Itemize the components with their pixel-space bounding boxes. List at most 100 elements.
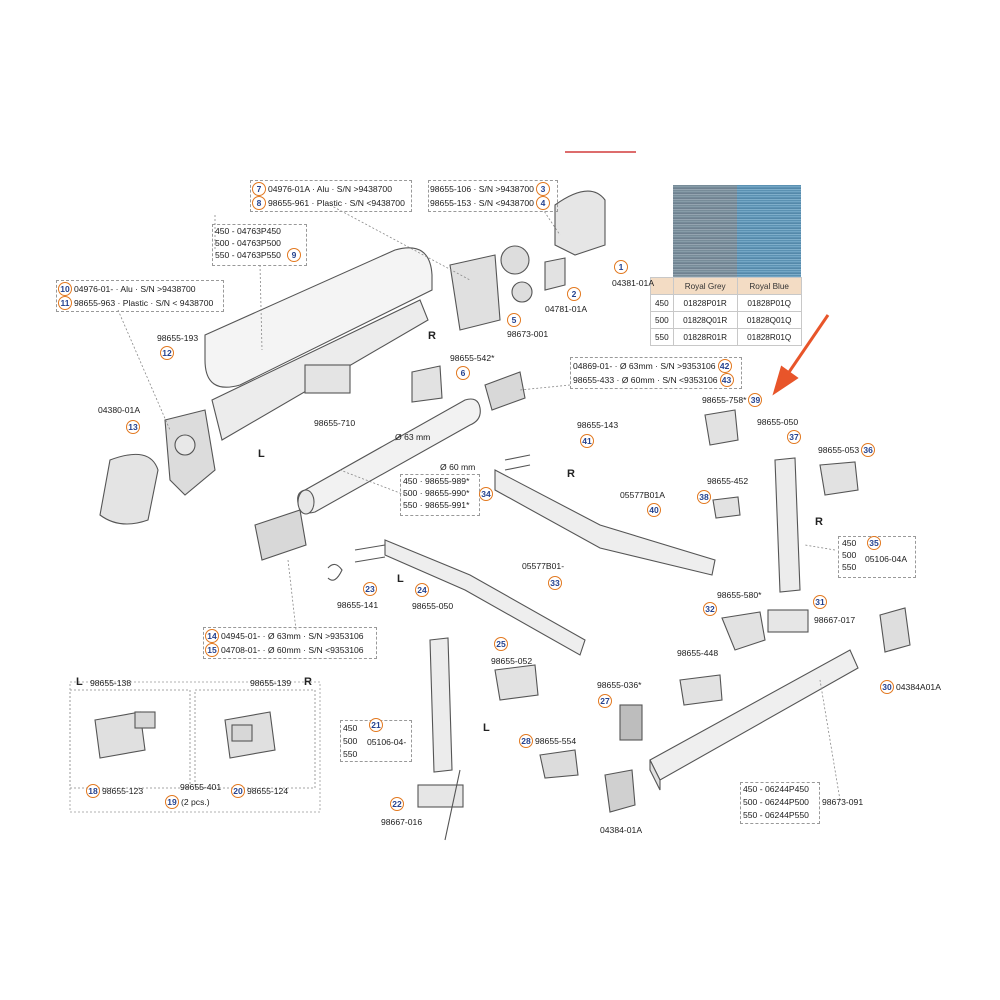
royal-blue-swatch xyxy=(737,185,802,277)
callout-12: 12 xyxy=(160,346,174,360)
right-leg-31 xyxy=(774,457,801,593)
callout-29-code: 98673-091 xyxy=(822,797,864,807)
right-cover-1 xyxy=(554,190,606,256)
callout-box xyxy=(203,627,377,659)
callout-13: 13 xyxy=(126,420,140,434)
callout-38-code: 98655-452 xyxy=(707,476,749,486)
callout-39: 98655-758*39 xyxy=(702,393,763,407)
callout-22-code: 98667-016 xyxy=(381,817,423,827)
bracket-32 xyxy=(721,611,766,651)
tube-label-63: Ø 63 mm xyxy=(395,432,431,442)
callout-5-code: 98673-001 xyxy=(507,329,549,339)
clip-38 xyxy=(712,496,741,519)
callout-13-code: 04380-01A xyxy=(98,405,141,415)
callout-27: 27 xyxy=(598,694,612,708)
callout-40-code: 05577B01A xyxy=(620,490,665,500)
callout-25: 25 xyxy=(494,637,508,651)
callout-9-line: 550 - 04763P550 xyxy=(215,250,281,260)
callout-35-line: 450 xyxy=(842,538,857,548)
callout-5: 5 xyxy=(507,313,521,327)
callout-6: 6 xyxy=(456,366,470,380)
front-profile-29 xyxy=(649,649,859,781)
callout-24-code: 98655-050 xyxy=(412,601,454,611)
callout-2: 2 xyxy=(567,287,581,301)
fabric-header-blue: Royal Blue xyxy=(736,277,802,295)
callout-26-code: 98655-448 xyxy=(677,648,719,658)
callout-34-line: 450 · 98655-989* xyxy=(403,476,470,486)
rail-connector xyxy=(304,364,351,394)
fabric-header-grey: Royal Grey xyxy=(672,277,738,295)
right-arm-40 xyxy=(494,469,716,576)
callout-33: 33 xyxy=(548,576,562,590)
callout-9-line: 500 - 04763P500 xyxy=(215,238,281,248)
bracket-18 xyxy=(94,711,146,759)
callout-35-line: 500 xyxy=(842,550,857,560)
bracket-36 xyxy=(819,461,859,496)
callout-9-line: 450 - 04763P450 xyxy=(215,226,281,236)
callout-6-code: 98655-542* xyxy=(450,353,495,363)
callout-29-line: 450 - 06244P450 xyxy=(743,784,809,794)
clip-28 xyxy=(539,749,579,779)
callout-box xyxy=(570,357,742,389)
callout-25-code: 98655-052 xyxy=(491,656,533,666)
side-letter: R xyxy=(304,676,312,688)
callout-21-line: 450 xyxy=(343,723,358,733)
callout-box xyxy=(212,224,307,266)
callout-box xyxy=(56,280,224,312)
callout-21-line: 550 xyxy=(343,749,358,759)
part-code-98655-139: 98655-139 xyxy=(250,678,292,688)
bracket-26 xyxy=(679,674,723,706)
callout-34-line: 550 · 98655-991* xyxy=(403,500,470,510)
spring-assembly xyxy=(254,509,307,561)
callout-21-line: 500 xyxy=(343,736,358,746)
side-letter: R xyxy=(428,330,436,342)
roller-tube xyxy=(297,398,481,514)
callout-37-code: 98655-050 xyxy=(757,417,799,427)
left-cover-13 xyxy=(99,453,159,525)
part-code-98655-710: 98655-710 xyxy=(314,418,356,428)
callout-29-line: 500 - 06244P500 xyxy=(743,797,809,807)
side-letter: L xyxy=(258,448,265,460)
highlight-arrow xyxy=(772,314,830,396)
part-code-04384-01a: 04384-01A xyxy=(600,825,643,835)
side-letter: L xyxy=(483,722,490,734)
left-arm-33 xyxy=(384,539,586,656)
tube-label-60: Ø 60 mm xyxy=(440,462,476,472)
callout-23: 23 xyxy=(363,582,377,596)
strip-27 xyxy=(619,704,643,741)
cap-04384 xyxy=(604,769,636,813)
callout-21-code: 05106-04- xyxy=(367,737,407,747)
callout-31: 31 xyxy=(813,595,827,609)
callout-34: 34 xyxy=(479,487,493,501)
callout-2-code: 04781-01A xyxy=(545,304,588,314)
callout-35: 35 xyxy=(867,536,881,550)
cap-30 xyxy=(879,607,911,653)
tube-end-42 xyxy=(484,371,526,411)
callout-27-code: 98655-036* xyxy=(597,680,642,690)
royal-grey-swatch xyxy=(673,185,738,277)
callout-32-code: 98655-580* xyxy=(717,590,762,600)
part-code-98655-138: 98655-138 xyxy=(90,678,132,688)
callout-37: 37 xyxy=(787,430,801,444)
callout-box xyxy=(740,782,820,824)
callout-34-line: 500 · 98655-990* xyxy=(403,488,470,498)
callout-22: 22 xyxy=(390,797,404,811)
callout-box xyxy=(428,180,558,212)
callout-41-code: 98655-143 xyxy=(577,420,619,430)
